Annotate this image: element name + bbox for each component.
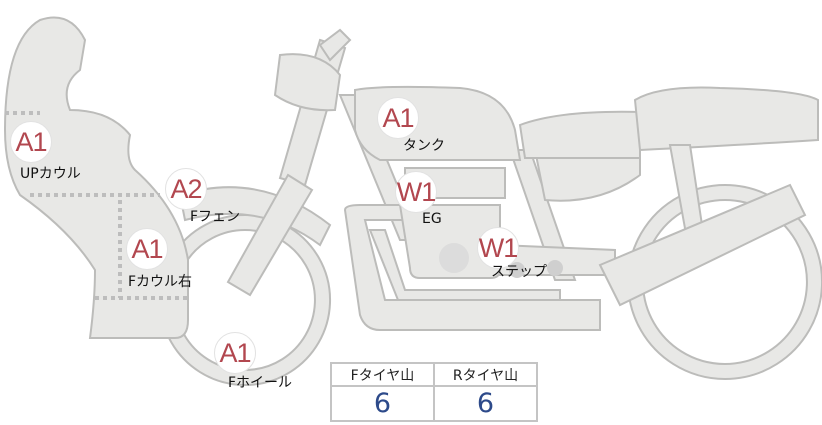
- front-fork: [226, 173, 314, 297]
- side-cover: [533, 149, 641, 202]
- exhaust-pipe: [343, 204, 601, 331]
- seat-rear: [633, 86, 819, 152]
- engine-cover: [439, 243, 469, 273]
- step-peg: [509, 262, 525, 278]
- tire-tread-table: Fタイヤ山 Rタイヤ山 6 6: [330, 362, 538, 422]
- grade-badge-engine[interactable]: W1: [395, 171, 437, 213]
- header-front-tire: Fタイヤ山: [330, 362, 435, 387]
- grade-badge-up-cowl[interactable]: A1: [10, 121, 52, 163]
- label-up-cowl: UPカウル: [20, 166, 81, 182]
- headlight: [273, 53, 342, 112]
- label-tank: タンク: [403, 138, 445, 154]
- label-front-wheel: Fホイール: [228, 375, 293, 391]
- value-rear-tire: 6: [433, 385, 538, 422]
- label-front-cowl-right: Fカウル右: [128, 274, 193, 290]
- value-front-tire: 6: [330, 385, 435, 422]
- header-rear-tire: Rタイヤ山: [433, 362, 538, 387]
- handlebar: [318, 28, 352, 62]
- label-step: ステップ: [491, 264, 547, 280]
- label-front-fender: Fフェン: [190, 209, 241, 225]
- step-peg: [547, 260, 563, 276]
- grade-badge-front-wheel[interactable]: A1: [214, 332, 256, 374]
- swingarm: [598, 183, 807, 307]
- grade-badge-front-cowl-right[interactable]: A1: [126, 228, 168, 270]
- grade-badge-front-fender[interactable]: A2: [165, 168, 207, 210]
- rear-wheel: [627, 184, 822, 380]
- grade-badge-tank[interactable]: A1: [377, 97, 419, 139]
- label-engine: EG: [422, 211, 442, 227]
- seat: [518, 110, 641, 159]
- exhaust-pipe-inner: [368, 229, 561, 301]
- grade-badge-step[interactable]: W1: [477, 227, 519, 269]
